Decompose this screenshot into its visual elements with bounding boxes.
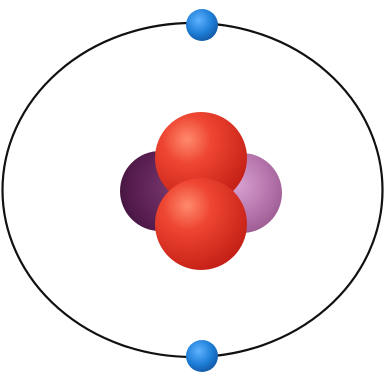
electron-bottom	[186, 340, 218, 372]
nucleus	[120, 112, 282, 270]
proton-bottom	[155, 178, 247, 270]
electron-top	[186, 9, 218, 41]
